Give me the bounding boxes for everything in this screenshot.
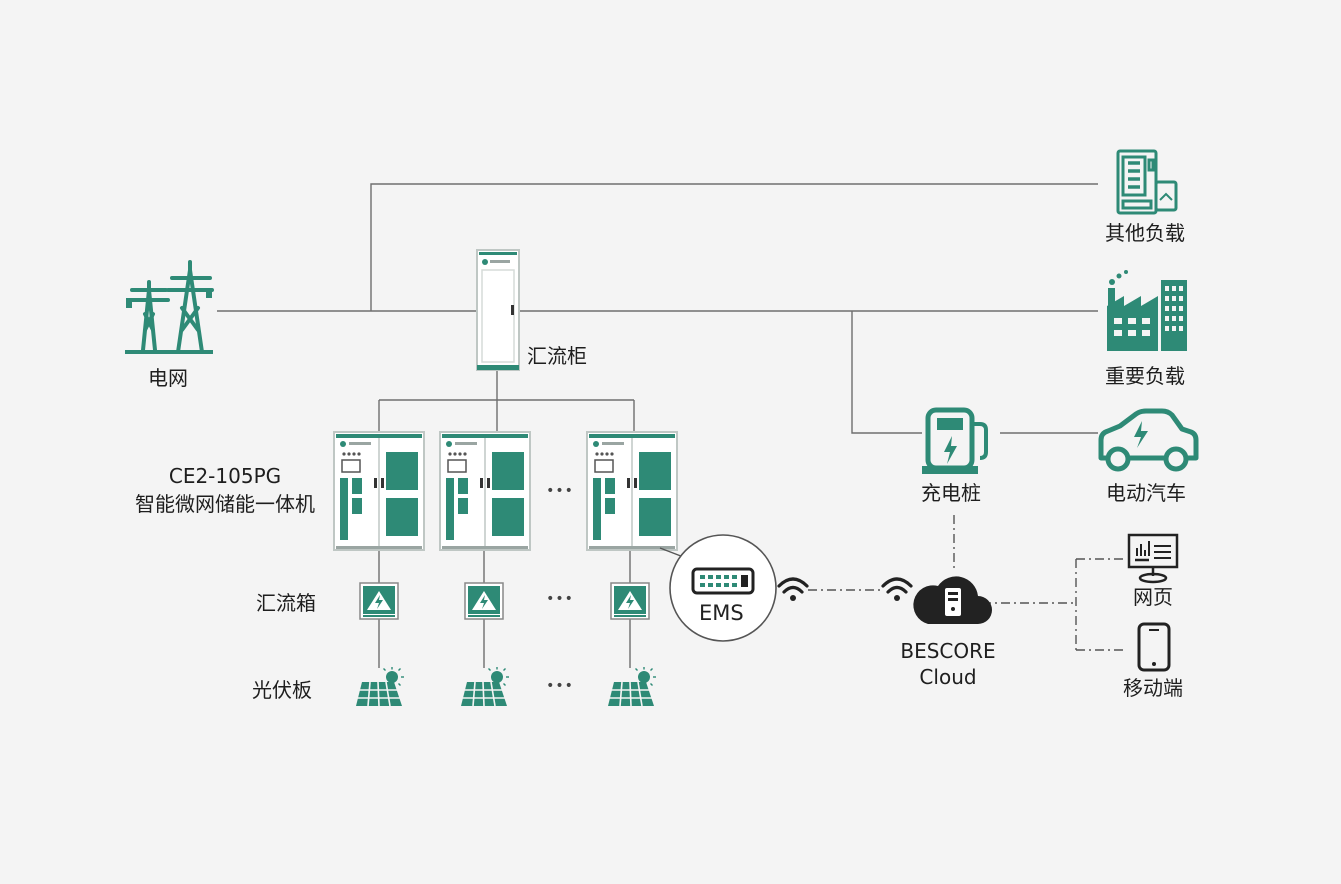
transmission-tower-icon xyxy=(125,260,214,354)
other-load-label: 其他负载 xyxy=(1105,221,1185,245)
solar-panel-icon xyxy=(355,666,405,707)
high-voltage-box-icon xyxy=(359,582,399,620)
wifi-icon xyxy=(777,577,809,603)
high-voltage-box-icon xyxy=(464,582,504,620)
energy-storage-cabinet-icon xyxy=(333,431,425,551)
ems-label: EMS xyxy=(699,601,744,625)
monitor-icon xyxy=(1127,533,1179,584)
key-load-label: 重要负载 xyxy=(1105,364,1185,388)
vending-machine-icon xyxy=(1116,149,1178,215)
combiner-box-label: 汇流箱 xyxy=(256,591,316,615)
ev-label: 电动汽车 xyxy=(1106,481,1186,505)
smartphone-icon xyxy=(1137,622,1171,672)
energy-storage-cabinet-icon xyxy=(586,431,678,551)
grid-label: 电网 xyxy=(148,366,188,390)
wifi-icon xyxy=(881,577,913,603)
solar-panel-icon xyxy=(607,666,657,707)
cloud-server-icon xyxy=(913,576,992,624)
combiner-cabinet-label: 汇流柜 xyxy=(527,344,587,368)
electric-car-icon xyxy=(1098,408,1199,472)
energy-storage-cabinet-icon xyxy=(439,431,531,551)
ellipsis: ••• xyxy=(546,591,574,607)
ems-controller-icon xyxy=(691,567,755,595)
charging-pile-label: 充电桩 xyxy=(921,481,981,505)
web-label: 网页 xyxy=(1133,585,1173,609)
model-label: CE2-105PG xyxy=(168,464,282,488)
factory-icon xyxy=(1107,270,1187,351)
mobile-label: 移动端 xyxy=(1123,676,1183,700)
cloud-label-line2: Cloud xyxy=(919,665,977,689)
charging-station-icon xyxy=(922,407,988,474)
high-voltage-box-icon xyxy=(610,582,650,620)
data-links xyxy=(808,515,1126,651)
pv-panel-label: 光伏板 xyxy=(252,678,312,702)
solar-panel-icon xyxy=(460,666,510,707)
storage-unit-label: 智能微网储能一体机 xyxy=(135,492,315,516)
ellipsis: ••• xyxy=(546,483,574,499)
connection-lines xyxy=(217,183,1098,668)
cloud-label-line1: BESCORE xyxy=(900,639,996,663)
ellipsis: ••• xyxy=(546,678,574,694)
cabinet-icon xyxy=(476,249,520,371)
